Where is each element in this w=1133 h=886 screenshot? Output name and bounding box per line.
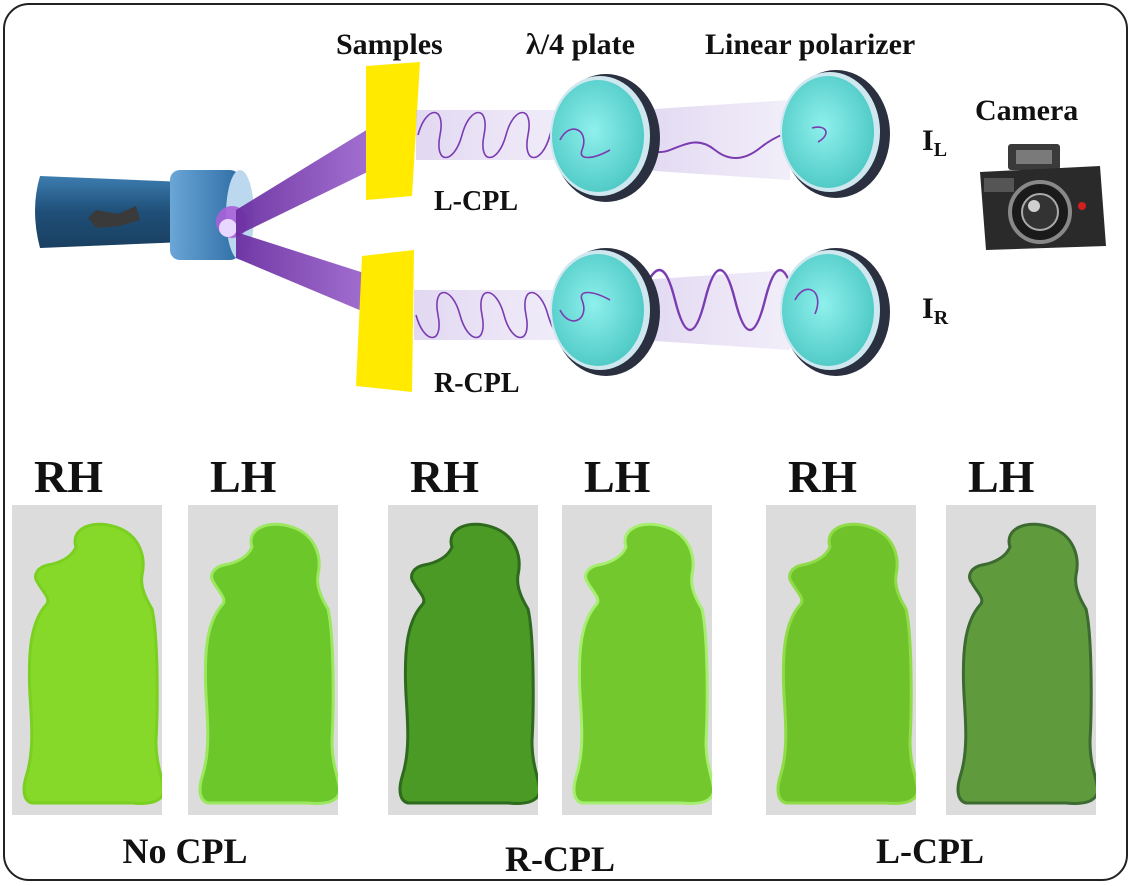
dog-shaped-film <box>956 522 1096 805</box>
hand-label: RH <box>34 451 103 502</box>
linear-polarizer-upper <box>780 70 890 198</box>
quarter-wave-plate-upper <box>550 74 660 202</box>
flashlight <box>35 170 254 260</box>
rcpl-label: R-CPL <box>434 368 520 399</box>
quarter-wave-plate-label: λ/4 plate <box>526 28 635 61</box>
hand-label: LH <box>210 451 277 502</box>
dog-shaped-film <box>776 522 916 805</box>
figure-frame <box>3 3 1128 881</box>
intensity-right-label: IR <box>922 292 949 329</box>
samples-label: Samples <box>336 28 443 61</box>
linear-polarizer-lower <box>780 248 890 376</box>
condition-label: R-CPL <box>505 839 615 879</box>
hand-label: RH <box>788 451 857 502</box>
dog-shaped-film <box>572 522 712 805</box>
condition-label: No CPL <box>122 831 248 871</box>
quarter-wave-plate-lower <box>550 248 660 376</box>
hand-label: LH <box>584 451 651 502</box>
sample-photo <box>562 505 712 815</box>
rcpl-helix <box>415 291 569 339</box>
lcpl-helix <box>417 111 571 159</box>
upper-sample <box>366 62 420 200</box>
sample-photo <box>766 505 916 815</box>
condition-label: L-CPL <box>876 831 984 871</box>
camera-label: Camera <box>975 94 1079 127</box>
hand-label: LH <box>968 451 1035 502</box>
sample-photo <box>946 505 1096 815</box>
optical-setup <box>35 62 1106 392</box>
lower-sample <box>356 250 414 392</box>
lcpl-label: L-CPL <box>434 186 518 217</box>
dog-shaped-film <box>398 522 538 805</box>
dog-shaped-film <box>22 522 162 805</box>
hand-label: RH <box>410 451 479 502</box>
camera-icon <box>980 144 1106 250</box>
sample-photo <box>388 505 538 815</box>
sample-photo <box>188 505 338 815</box>
lower-beam <box>236 232 392 322</box>
upper-beam <box>236 118 392 236</box>
dog-shaped-film <box>198 522 338 805</box>
sample-photo <box>12 505 162 815</box>
intensity-left-label: IL <box>922 124 948 161</box>
linear-polarizer-label: Linear polarizer <box>705 28 916 61</box>
